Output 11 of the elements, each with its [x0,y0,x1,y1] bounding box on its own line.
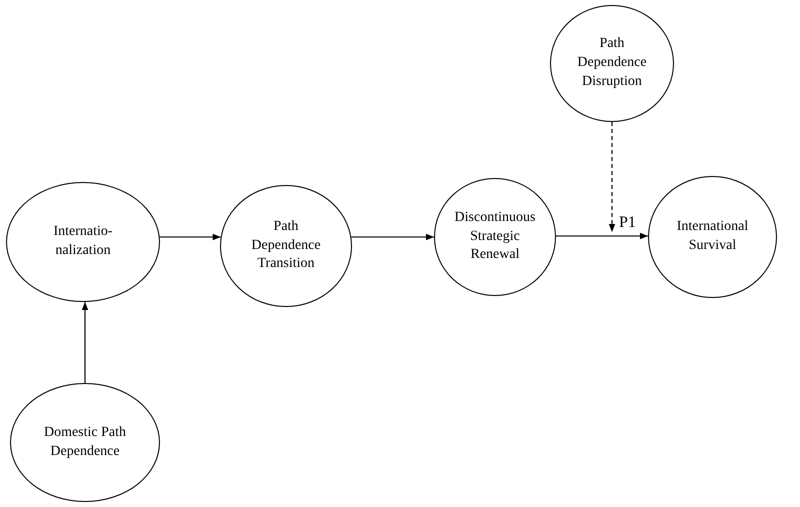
concept-label: Discontinuous Strategic Renewal [454,208,536,264]
arrow [82,302,88,383]
dashed-arrow [608,122,616,232]
arrow [351,234,434,240]
concept-label: Path Dependence Transition [250,218,322,274]
concept-label: International Survival [676,218,750,255]
concept-label: Domestic Path Dependence [42,424,128,460]
arrow [556,232,648,240]
arrow [160,234,221,240]
concept-label: Path Dependence Disruption [576,35,648,91]
concept-label: Internatio- nalization [52,223,114,260]
